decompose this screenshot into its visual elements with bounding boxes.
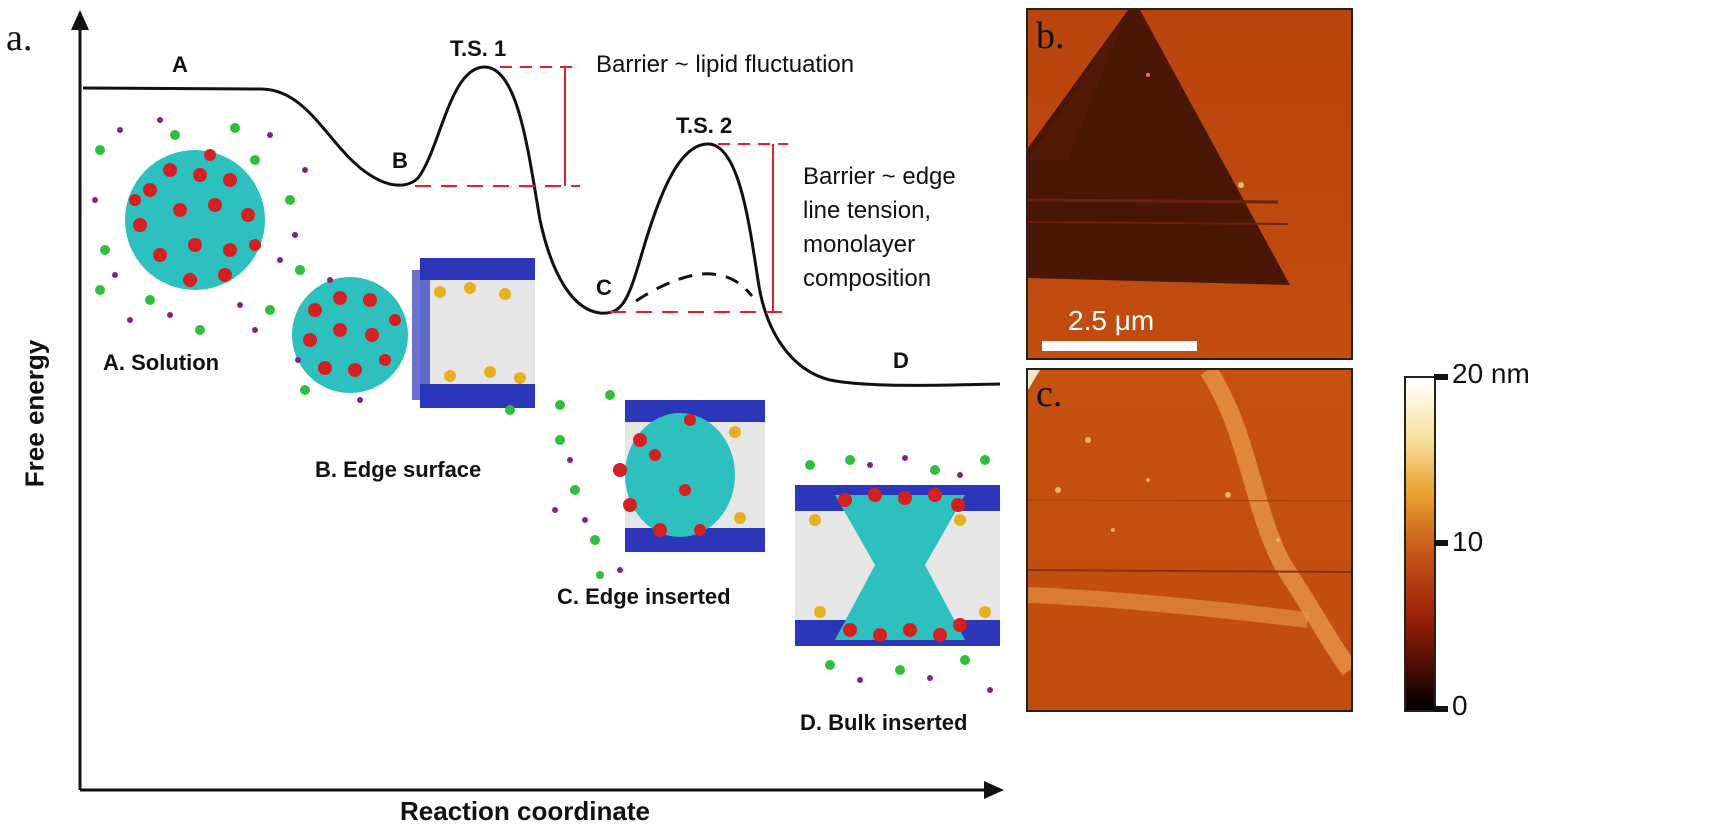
colorbar-min-label: 0	[1452, 690, 1468, 721]
transition-state-1-label: T.S. 1	[450, 36, 507, 61]
panel-c-letter: c.	[1036, 373, 1063, 415]
barrier1-marker	[415, 66, 580, 187]
colorbar-mid-label: 10	[1452, 526, 1484, 557]
afm-triangle-rim	[1028, 370, 1351, 676]
x-axis-label: Reaction coordinate	[400, 796, 650, 826]
micelle-edge-inserted-illustration	[552, 390, 765, 579]
y-axis-label: Free energy	[19, 339, 50, 488]
y-axis-arrow	[71, 10, 89, 30]
scale-bar	[1042, 341, 1197, 351]
micelle-edge-surface-illustration	[292, 258, 535, 415]
barrier2-marker	[610, 143, 788, 313]
panel-b-letter: b.	[1036, 15, 1065, 57]
barrier2-line: Barrier ~ edge	[803, 163, 956, 190]
caption-bulk-inserted: D. Bulk inserted	[800, 710, 968, 735]
state-label-b: B	[392, 148, 408, 173]
barrier2-annotation: Barrier ~ edge line tension, monolayer c…	[803, 160, 956, 296]
panel-a-letter: a.	[6, 17, 33, 59]
transition-state-2-label: T.S. 2	[676, 113, 733, 138]
micelle-bulk-inserted-illustration	[795, 455, 1000, 693]
colorbar-tick-min	[1434, 706, 1448, 712]
colorbar-tick-mid	[1434, 540, 1448, 546]
afm-image-b: b. 2.5 μm	[1026, 8, 1353, 360]
afm-triangle-dark	[1028, 10, 1290, 285]
barrier2-line: composition	[803, 265, 932, 292]
caption-edge-surface: B. Edge surface	[315, 457, 482, 482]
colorbar-tick-max	[1434, 374, 1448, 380]
scale-bar-label: 2.5 μm	[1068, 305, 1155, 336]
state-label-a: A	[172, 52, 188, 77]
energy-curve	[82, 65, 1001, 387]
colorbar-max-label: 20 nm	[1452, 358, 1530, 389]
barrier2-line: monolayer	[803, 231, 916, 258]
barrier2-line: line tension,	[803, 197, 932, 224]
caption-solution: A. Solution	[103, 350, 220, 375]
micelle-solution-illustration	[92, 117, 308, 335]
catalyzed-barrier-curve	[635, 272, 754, 303]
barrier1-annotation: Barrier ~ lipid fluctuation	[596, 51, 855, 78]
energy-diagram	[71, 10, 1004, 799]
height-colorbar	[1404, 376, 1436, 712]
x-axis-arrow	[984, 781, 1004, 799]
afm-image-c: c.	[1026, 368, 1353, 712]
caption-edge-inserted: C. Edge inserted	[557, 584, 731, 609]
state-label-c: C	[596, 275, 612, 300]
state-label-d: D	[893, 348, 909, 373]
